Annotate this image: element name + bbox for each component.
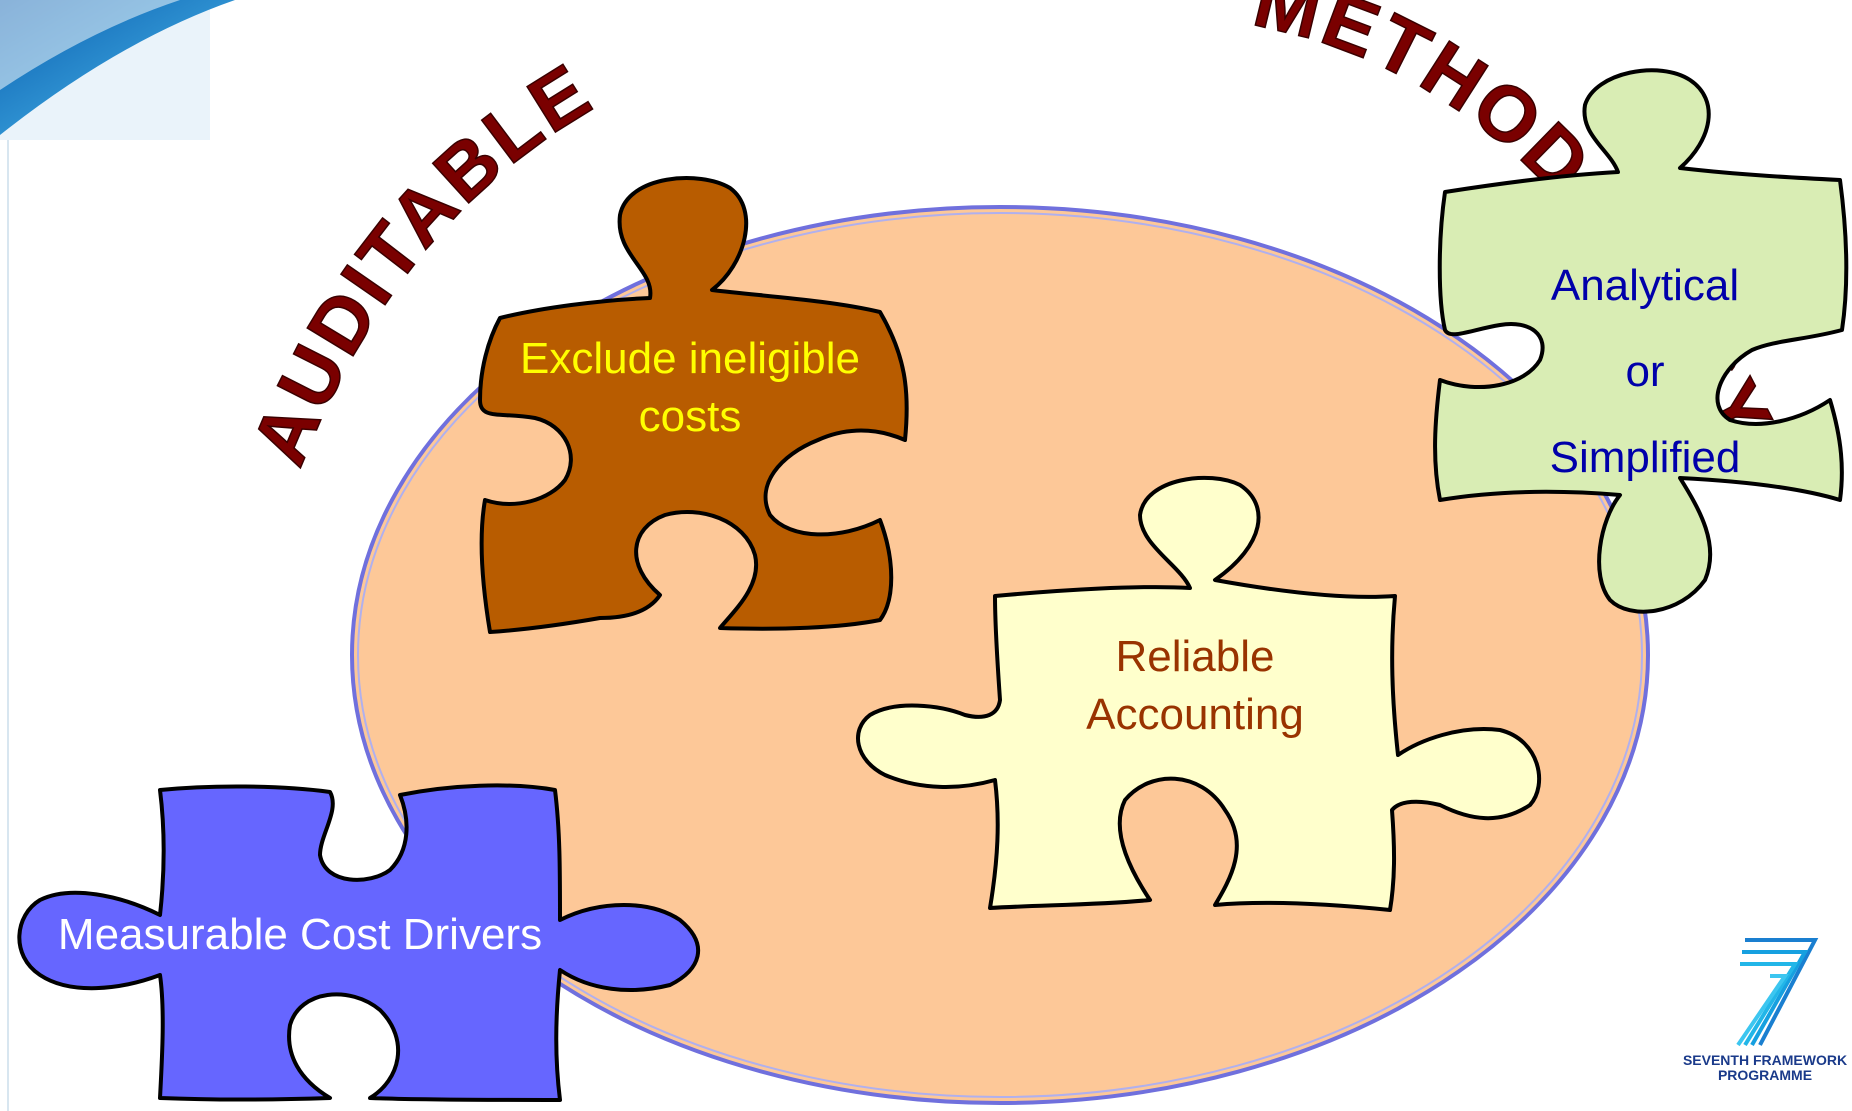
fp7-logo-icon <box>1736 938 1819 1047</box>
fp7-caption-line1: SEVENTH FRAMEWORK <box>1682 1052 1848 1068</box>
reliable-line1: Reliable <box>1115 632 1275 681</box>
puzzle-piece-exclude <box>478 176 909 634</box>
exclude-line1: Exclude ineligible <box>520 334 860 383</box>
label-measurable-cost-drivers: Measurable Cost Drivers <box>30 906 570 964</box>
label-reliable-accounting: Reliable Accounting <box>1025 628 1365 744</box>
puzzle-piece-analytical <box>1433 68 1849 614</box>
exclude-line2: costs <box>638 392 742 441</box>
fp7-logo-caption: SEVENTH FRAMEWORK PROGRAMME <box>1675 1053 1852 1083</box>
label-analytical-or-simplified: Analytical or Simplified <box>1480 243 1810 501</box>
fp7-caption-line2: PROGRAMME <box>1717 1067 1813 1083</box>
analytical-line2: or <box>1625 347 1665 396</box>
corner-swoosh <box>0 0 235 140</box>
measurable-line1: Measurable Cost Drivers <box>57 910 543 959</box>
label-exclude-ineligible-costs: Exclude ineligible costs <box>485 330 895 446</box>
puzzle-piece-reliable <box>856 475 1542 912</box>
puzzle-piece-measurable <box>17 783 701 1102</box>
central-ellipse-inner-ring <box>357 212 1643 1098</box>
reliable-line2: Accounting <box>1086 690 1304 739</box>
analytical-line1: Analytical <box>1550 261 1740 310</box>
analytical-line3: Simplified <box>1549 433 1741 482</box>
